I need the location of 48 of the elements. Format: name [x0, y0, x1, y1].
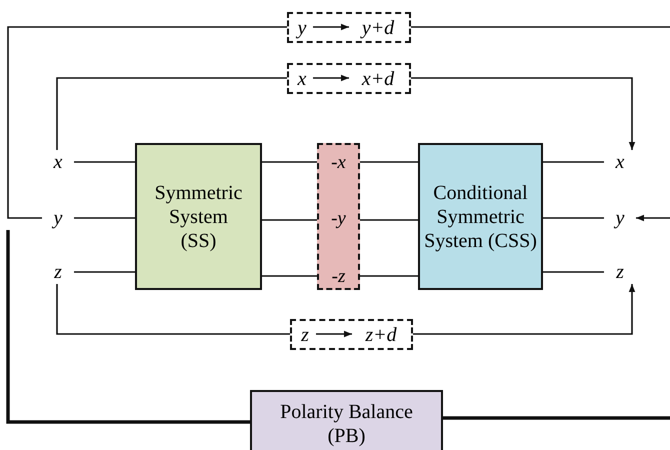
- variable-label: x: [42, 150, 74, 174]
- connector-line: [262, 275, 317, 277]
- connector-line: [443, 416, 670, 420]
- connector-line: [360, 161, 418, 163]
- arrow: [313, 24, 349, 30]
- connector-line: [360, 219, 418, 221]
- box-label: Symmetric System (SS): [154, 180, 242, 252]
- arrow: [316, 330, 352, 338]
- system-box: [135, 143, 262, 290]
- variable-label: z+d: [352, 323, 410, 346]
- arrow: [413, 284, 636, 335]
- variable-label: x+d: [349, 67, 407, 90]
- connector-line: [262, 161, 317, 163]
- variable-label: -x: [330, 153, 347, 172]
- connector-line: [56, 284, 290, 335]
- variable-label: x: [291, 67, 313, 90]
- arrow: [411, 26, 670, 222]
- arrow: [313, 74, 349, 82]
- variable-label: -y: [330, 209, 347, 228]
- system-box: [418, 143, 543, 290]
- variable-label: y+d: [349, 16, 407, 39]
- connector-line: [56, 77, 287, 150]
- connector-line: [74, 217, 135, 219]
- variable-label: z: [294, 323, 316, 346]
- dashed-box: [287, 63, 411, 94]
- variable-label: y: [42, 206, 74, 230]
- arrow: [411, 77, 636, 150]
- box-label: Polarity Balance (PB): [279, 400, 414, 448]
- variable-label: x: [604, 150, 636, 174]
- connector-line: [543, 271, 604, 273]
- connector-line: [360, 275, 418, 277]
- connector-line: [262, 219, 317, 221]
- connector-line: [74, 271, 135, 273]
- dashed-box: [287, 12, 411, 43]
- variable-label: y: [604, 206, 636, 230]
- box-label: Conditional Symmetric System (CSS): [423, 180, 538, 252]
- variable-label: y: [291, 16, 313, 39]
- connector-line: [543, 161, 604, 163]
- connector-line: [6, 230, 250, 424]
- negation-band: [317, 143, 360, 290]
- dashed-box: [290, 319, 413, 350]
- connector-line: [543, 217, 604, 219]
- connector-line: [74, 161, 135, 163]
- variable-label: z: [42, 260, 74, 284]
- variable-label: z: [604, 260, 636, 284]
- process-box: [250, 390, 443, 450]
- variable-label: -z: [330, 267, 346, 286]
- connector-line: [7, 26, 287, 219]
